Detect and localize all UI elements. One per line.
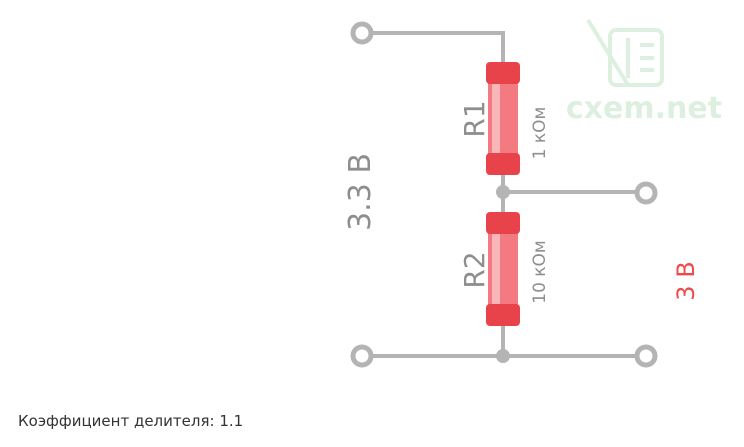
resistor-r2-highlight: [492, 234, 500, 304]
terminal-output: [634, 181, 658, 205]
top-wire: [368, 31, 505, 62]
resistor-r2-cap-top: [486, 212, 520, 234]
middle-wire: [501, 175, 646, 212]
cxem-watermark: cxem.net: [566, 18, 722, 126]
junction-bottom: [496, 349, 510, 363]
terminals: [350, 21, 658, 368]
voltage-divider-diagram: cxem.net R1 1 кОм R2 10 кОм 3.3 В 3 В: [343, 18, 722, 368]
input-voltage-label: 3.3 В: [343, 153, 378, 231]
resistor-r1-name: R1: [458, 100, 491, 137]
wires: [368, 31, 646, 358]
junction-middle: [496, 185, 510, 199]
divider-ratio-label: Коэффициент делителя:: [18, 412, 215, 430]
output-voltage-label: 3 В: [672, 261, 700, 300]
divider-ratio-value: 1.1: [219, 412, 244, 430]
resistor-r1-cap-top: [486, 62, 520, 84]
resistor-r2: R2 10 кОм: [458, 212, 550, 326]
resistor-r1-value: 1 кОм: [530, 107, 550, 160]
resistor-r2-body: [488, 212, 518, 326]
resistor-r2-name: R2: [458, 251, 491, 288]
resistor-r1: R1 1 кОм: [458, 62, 550, 175]
resistor-r1-body: [488, 62, 518, 175]
resistor-r2-cap-bottom: [486, 304, 520, 326]
watermark-text: cxem.net: [566, 91, 722, 126]
divider-ratio: Коэффициент делителя: 1.1: [18, 412, 243, 430]
terminal-top-left: [350, 21, 374, 45]
resistor-r1-highlight: [492, 84, 500, 153]
terminal-bottom-right: [634, 344, 658, 368]
watermark-logo-icon: [586, 18, 664, 87]
resistor-r1-cap-bottom: [486, 153, 520, 175]
terminal-bottom-left: [350, 344, 374, 368]
resistor-r2-value: 10 кОм: [530, 240, 550, 304]
